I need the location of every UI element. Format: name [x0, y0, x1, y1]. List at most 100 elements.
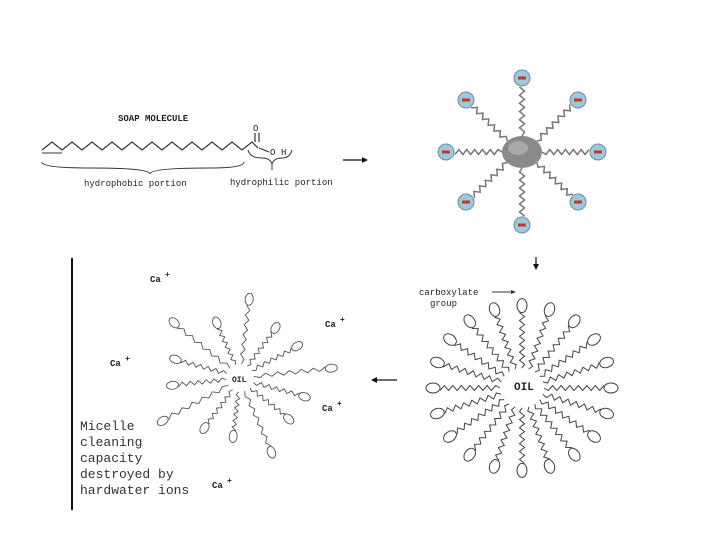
- carboxylate-head: [463, 314, 476, 329]
- carboxylate-head: [270, 321, 281, 334]
- hydrocarbon-tail: [534, 403, 573, 448]
- carboxylate-head: [228, 429, 238, 443]
- hydrocarbon-tail: [541, 148, 590, 156]
- hydrocarbon-tail: [543, 384, 605, 392]
- calcium-ion-charge: +: [165, 271, 170, 280]
- negative-charge-icon: [594, 150, 602, 154]
- carboxylate-head: [568, 314, 581, 329]
- hydrocarbon-tail: [253, 366, 326, 379]
- hydrocarbon-tail: [251, 347, 292, 371]
- carboxylate-head: [169, 354, 182, 365]
- arrow-3-to-4: [371, 377, 397, 383]
- hardwater-micelle-arms: [156, 292, 338, 459]
- carboxylate-head: [463, 447, 476, 462]
- hydrocarbon-tail: [454, 343, 505, 377]
- calcium-ion-label: Ca: [212, 481, 223, 491]
- carboxylate-head: [430, 356, 445, 369]
- hydrocarbon-tail: [536, 104, 572, 142]
- carboxylate-label-line1: carboxylate: [419, 288, 478, 298]
- negative-charge-icon: [518, 76, 526, 80]
- hydrophilic-label: hydrophilic portion: [230, 178, 333, 188]
- carboxylate-head: [443, 333, 457, 346]
- carboxylate-head: [587, 333, 601, 346]
- caption-block: Micelle cleaning capacity destroyed by h…: [80, 419, 189, 498]
- carboxylate-head: [168, 317, 180, 329]
- hydrocarbon-tail: [494, 406, 516, 461]
- micelle-tails: [454, 86, 590, 217]
- micelle-sketch-panel: carboxylate group OIL: [419, 288, 619, 478]
- carboxylate-head: [298, 391, 311, 402]
- hydrocarbon-tail: [539, 399, 590, 433]
- caption-line-1: Micelle: [80, 419, 135, 434]
- hydrocarbon-tail: [247, 331, 273, 367]
- hydrocarbon-tail: [518, 86, 526, 137]
- carboxylate-head: [244, 292, 254, 306]
- hydrocarbon-tail: [542, 362, 600, 384]
- hydroxyl-bond: [258, 147, 270, 153]
- carboxylate-head: [488, 302, 501, 317]
- carboxylate-head: [199, 422, 210, 435]
- carboxylate-head: [425, 382, 441, 394]
- calcium-ion-label: Ca: [322, 404, 333, 414]
- arrow-1-to-2: [343, 157, 368, 163]
- negative-charge-icon: [442, 150, 450, 154]
- hydrocarbon-tail: [231, 391, 241, 432]
- hydrocarbon-tail: [527, 406, 550, 460]
- hydrocarbon-tail: [180, 359, 228, 375]
- hydrocarbon-tail: [456, 399, 505, 435]
- micelle-heads: [437, 69, 607, 234]
- oil-label-hardwater: OIL: [232, 376, 247, 385]
- oil-core-highlight: [508, 141, 528, 155]
- carboxylate-head: [603, 382, 619, 394]
- hydroxyl-oxygen-label: O: [270, 148, 275, 158]
- hydrocarbon-tail: [536, 162, 574, 196]
- hydrocarbon-tail: [177, 328, 231, 369]
- hydrocarbon-tail: [244, 391, 272, 447]
- calcium-ions: Ca+Ca+Ca+Ca+Ca+: [110, 271, 345, 491]
- negative-charge-icon: [574, 200, 582, 204]
- carboxylate-head: [156, 415, 169, 427]
- hydrocarbon-tail: [252, 381, 300, 397]
- negative-charge-icon: [462, 98, 470, 102]
- carbonyl-oxygen-label: O: [253, 124, 258, 134]
- sketch-micelle-arms: [425, 298, 619, 478]
- carboxylate-label-line2: group: [430, 299, 457, 309]
- carboxylate-head: [568, 447, 581, 462]
- calcium-ion-charge: +: [340, 316, 345, 325]
- caption-line-3: capacity: [80, 451, 143, 466]
- hydrocarbon-tail: [518, 167, 526, 217]
- carboxylate-head: [166, 380, 179, 390]
- caption-line-5: hardwater ions: [80, 483, 189, 498]
- carboxylate-head: [488, 459, 501, 474]
- hydrocarbon-chain: [41, 141, 259, 151]
- hydrocarbon-tail: [473, 403, 510, 451]
- carboxylate-pointer-head: [511, 290, 516, 294]
- carboxylate-head: [430, 407, 445, 420]
- hydrocarbon-tail: [471, 328, 510, 373]
- carboxylate-head: [324, 363, 338, 373]
- calcium-ion-charge: +: [337, 400, 342, 409]
- hydrocarbon-tail: [216, 328, 237, 365]
- calcium-ion-label: Ca: [325, 320, 336, 330]
- carboxylate-head: [443, 430, 457, 443]
- hydrocarbon-tail: [178, 377, 227, 387]
- carboxylate-head: [599, 356, 614, 369]
- arrow-2-to-3: [533, 257, 539, 270]
- hydrocarbon-tail: [454, 148, 503, 156]
- carboxylate-head: [516, 462, 528, 478]
- hydrocarbon-tail: [494, 316, 517, 370]
- calcium-ion-label: Ca: [150, 275, 161, 285]
- soap-molecule-panel: SOAP MOLECULE O O H hydrophobic portion …: [41, 114, 333, 189]
- carboxylate-head: [212, 316, 222, 330]
- caption-line-4: destroyed by: [80, 467, 174, 482]
- soap-molecule-title: SOAP MOLECULE: [118, 114, 189, 124]
- hydrocarbon-tail: [249, 387, 286, 415]
- carboxylate-head: [291, 341, 304, 352]
- negative-charge-icon: [462, 200, 470, 204]
- carboxylate-head: [266, 446, 277, 459]
- hydrocarbon-tail: [518, 312, 526, 369]
- hydrophobic-brace: [41, 161, 245, 175]
- micelle-color-panel: [437, 69, 607, 234]
- hydrocarbon-tail: [439, 384, 501, 392]
